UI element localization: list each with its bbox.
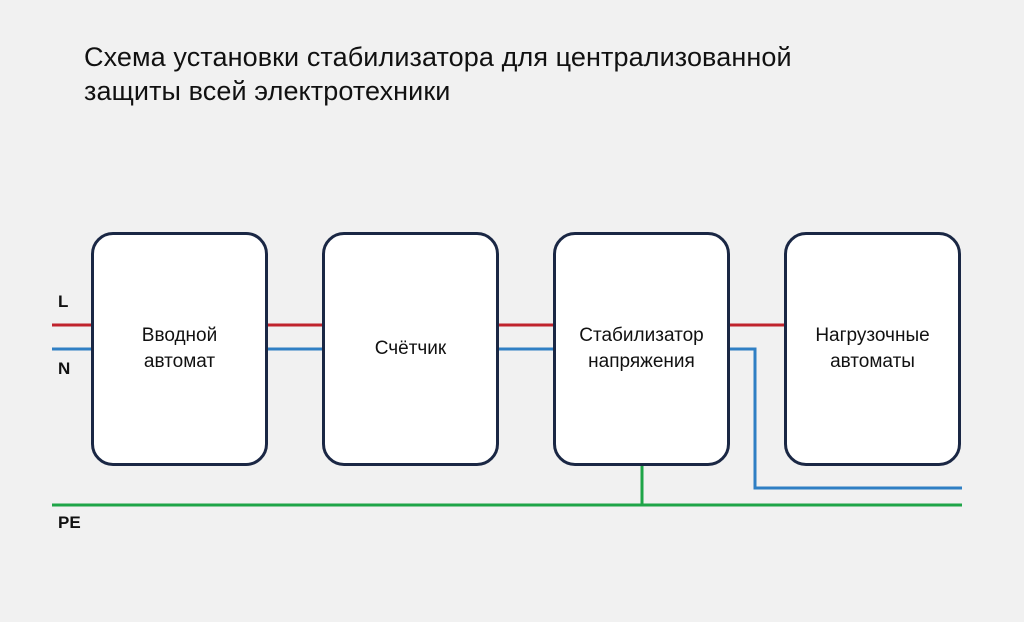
block-input-breaker: Вводной автомат [91, 232, 268, 466]
block-voltage-stabilizer-label: Стабилизатор напряжения [579, 325, 704, 372]
block-meter-label: Счётчик [374, 338, 447, 359]
diagram-title: Схема установки стабилизатора для центра… [84, 40, 944, 108]
block-voltage-stabilizer: Стабилизатор напряжения [553, 232, 730, 466]
diagram-title-line-2: защиты всей электротехники [84, 76, 451, 106]
block-meter: Счётчик [322, 232, 499, 466]
block-load-breakers-label: Нагрузочные автоматы [815, 325, 930, 372]
block-input-breaker-label: Вводной автомат [141, 325, 218, 372]
line-n [52, 347, 962, 490]
wire-label-pe: PE [58, 513, 81, 532]
line-pe [52, 466, 962, 507]
diagram-title-line-1: Схема установки стабилизатора для центра… [84, 42, 792, 72]
wire-label-l: L [58, 292, 69, 311]
block-load-breakers: Нагрузочные автоматы [784, 232, 961, 466]
wire-label-n: N [58, 359, 71, 378]
line-n-bypass [730, 347, 962, 490]
